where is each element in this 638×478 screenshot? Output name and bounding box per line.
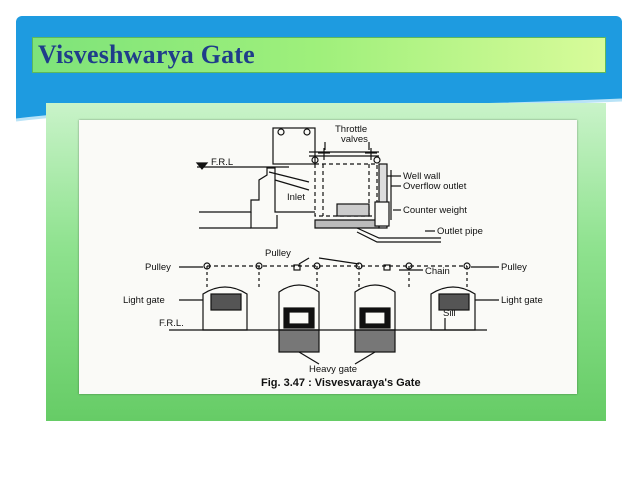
label-well-wall: Well wall: [403, 171, 440, 182]
label-outlet-pipe: Outlet pipe: [437, 226, 483, 237]
label-pulley-center: Pulley: [265, 248, 291, 259]
label-frl-top: F.R.L: [211, 157, 233, 168]
label-pulley-left: Pulley: [145, 262, 171, 273]
label-frl-bottom: F.R.L.: [159, 318, 184, 329]
label-light-gate-right: Light gate: [501, 295, 543, 306]
label-overflow-outlet: Overflow outlet: [403, 181, 467, 192]
slide-title: Visveshwarya Gate: [38, 40, 255, 69]
label-inlet: Inlet: [287, 192, 305, 203]
gate-figure: Throttle valves F.R.L Well wall Overflow…: [79, 120, 577, 394]
title-bar: Visveshwarya Gate: [32, 37, 606, 73]
label-sill: Sill: [443, 308, 456, 319]
label-throttle-1: Throttle: [335, 124, 367, 135]
figure-caption: Fig. 3.47 : Visvesvaraya's Gate: [261, 377, 421, 389]
label-chain: Chain: [425, 266, 450, 277]
label-throttle-2: valves: [341, 134, 368, 145]
label-light-gate-left: Light gate: [123, 295, 165, 306]
label-heavy-gate: Heavy gate: [309, 364, 357, 375]
gate-diagram: Throttle valves F.R.L Well wall Overflow…: [123, 124, 543, 389]
label-pulley-right: Pulley: [501, 262, 527, 273]
label-counter-weight: Counter weight: [403, 205, 467, 216]
